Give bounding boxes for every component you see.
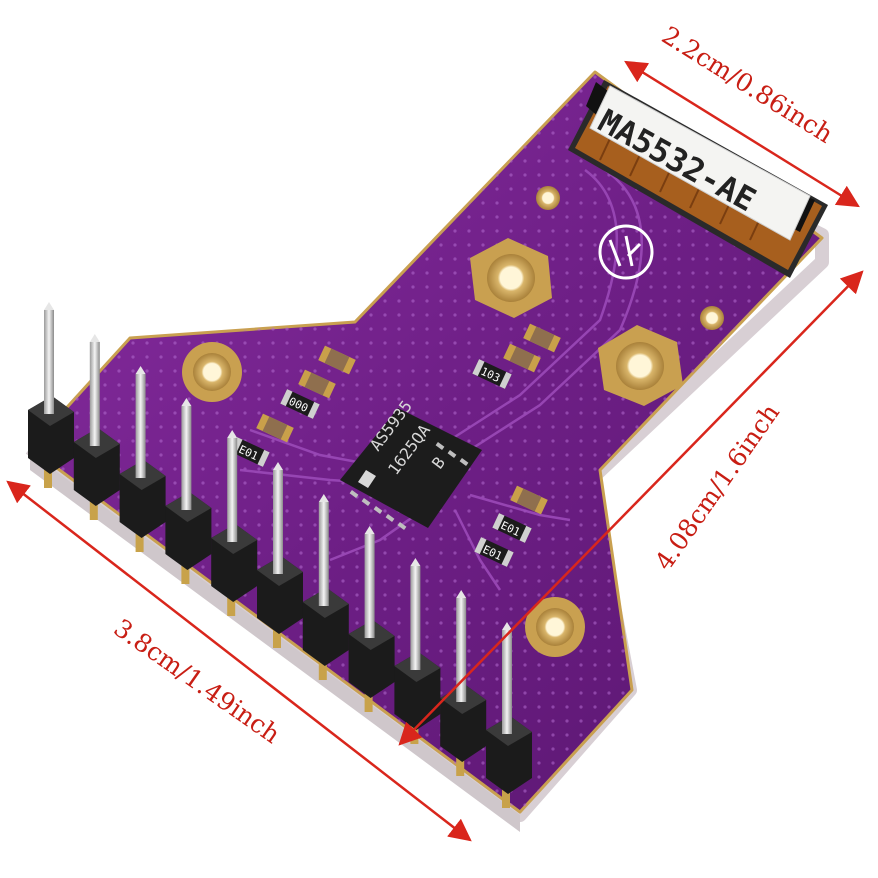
small-pad	[700, 306, 724, 330]
smd-resistor: 000	[280, 389, 320, 419]
smd-capacitor	[318, 345, 356, 375]
header-pin	[28, 302, 74, 488]
smd-capacitor	[298, 369, 336, 399]
dimension-label-height: 4.08cm/1.6inch	[649, 398, 785, 575]
small-pad	[536, 186, 560, 210]
smd-capacitor	[256, 413, 294, 443]
dimension-arrow-height	[398, 270, 864, 746]
dimension-arrow-length	[6, 480, 472, 842]
mounting-hole	[182, 342, 242, 402]
dimension-arrow-width	[624, 60, 860, 208]
